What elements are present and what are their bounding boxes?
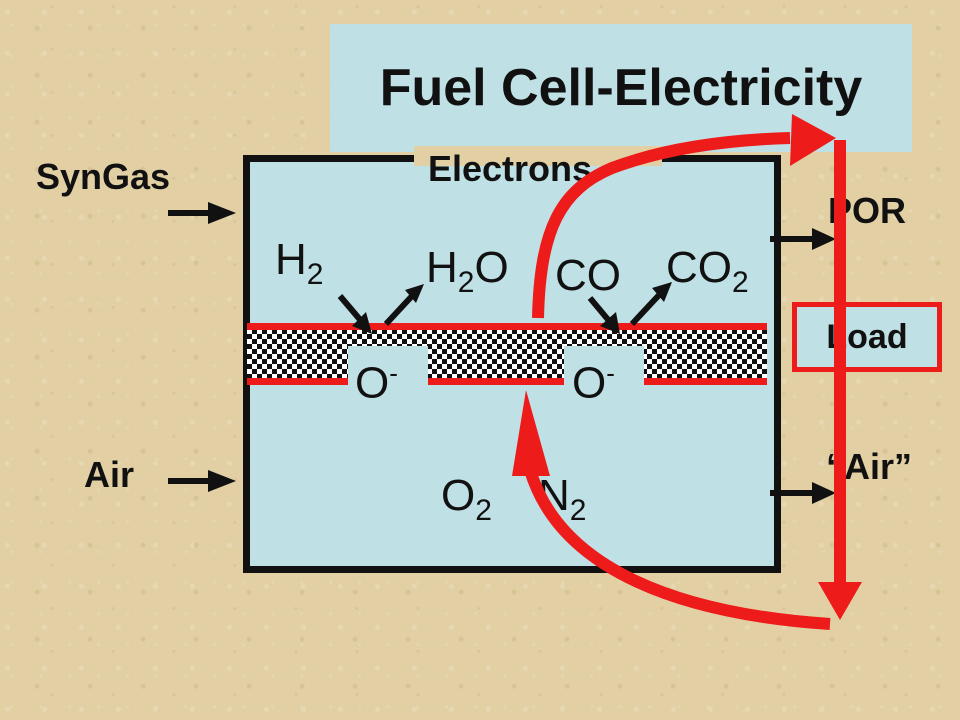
por-arrowhead — [812, 228, 836, 250]
co-arrowhead — [600, 312, 620, 334]
oxide-ion-right: O- — [572, 358, 615, 408]
electron-top-arrowhead — [790, 114, 836, 166]
co2-arrowhead — [652, 282, 672, 302]
cathode-line — [247, 378, 767, 385]
ion-box-right — [564, 346, 644, 406]
oxide-ion-left: O- — [355, 358, 398, 408]
h2-in-arrow — [337, 294, 365, 324]
electron-return-curve — [524, 468, 831, 630]
electron-up-arrowhead — [512, 390, 550, 476]
h2o-species: H2O — [426, 243, 509, 299]
co2-species: CO2 — [666, 243, 749, 299]
air-in-label: Air — [84, 454, 135, 495]
electrolyte-membrane — [247, 329, 767, 381]
air-out-arrowhead — [812, 482, 836, 504]
electrons-label: Electrons — [428, 148, 593, 189]
page-title: Fuel Cell-Electricity — [379, 59, 863, 117]
electron-flow-top — [532, 132, 791, 319]
o2-species: O2 — [441, 471, 492, 527]
syngas-arrowhead — [208, 202, 236, 224]
co-in-arrow — [587, 296, 613, 324]
co-species: CO — [555, 251, 621, 300]
h2o-arrowhead — [405, 284, 424, 303]
h2-species: H2 — [275, 235, 324, 291]
circuit-down-arrowhead — [818, 582, 862, 620]
co2-out-arrow — [629, 291, 663, 327]
anode-line — [247, 323, 767, 330]
air-arrowhead — [208, 470, 236, 492]
electron-gap — [414, 146, 662, 166]
h2o-out-arrow — [383, 293, 415, 327]
ion-box-left — [348, 346, 428, 406]
h2-arrowhead — [352, 312, 372, 334]
syngas-label: SynGas — [36, 156, 171, 197]
